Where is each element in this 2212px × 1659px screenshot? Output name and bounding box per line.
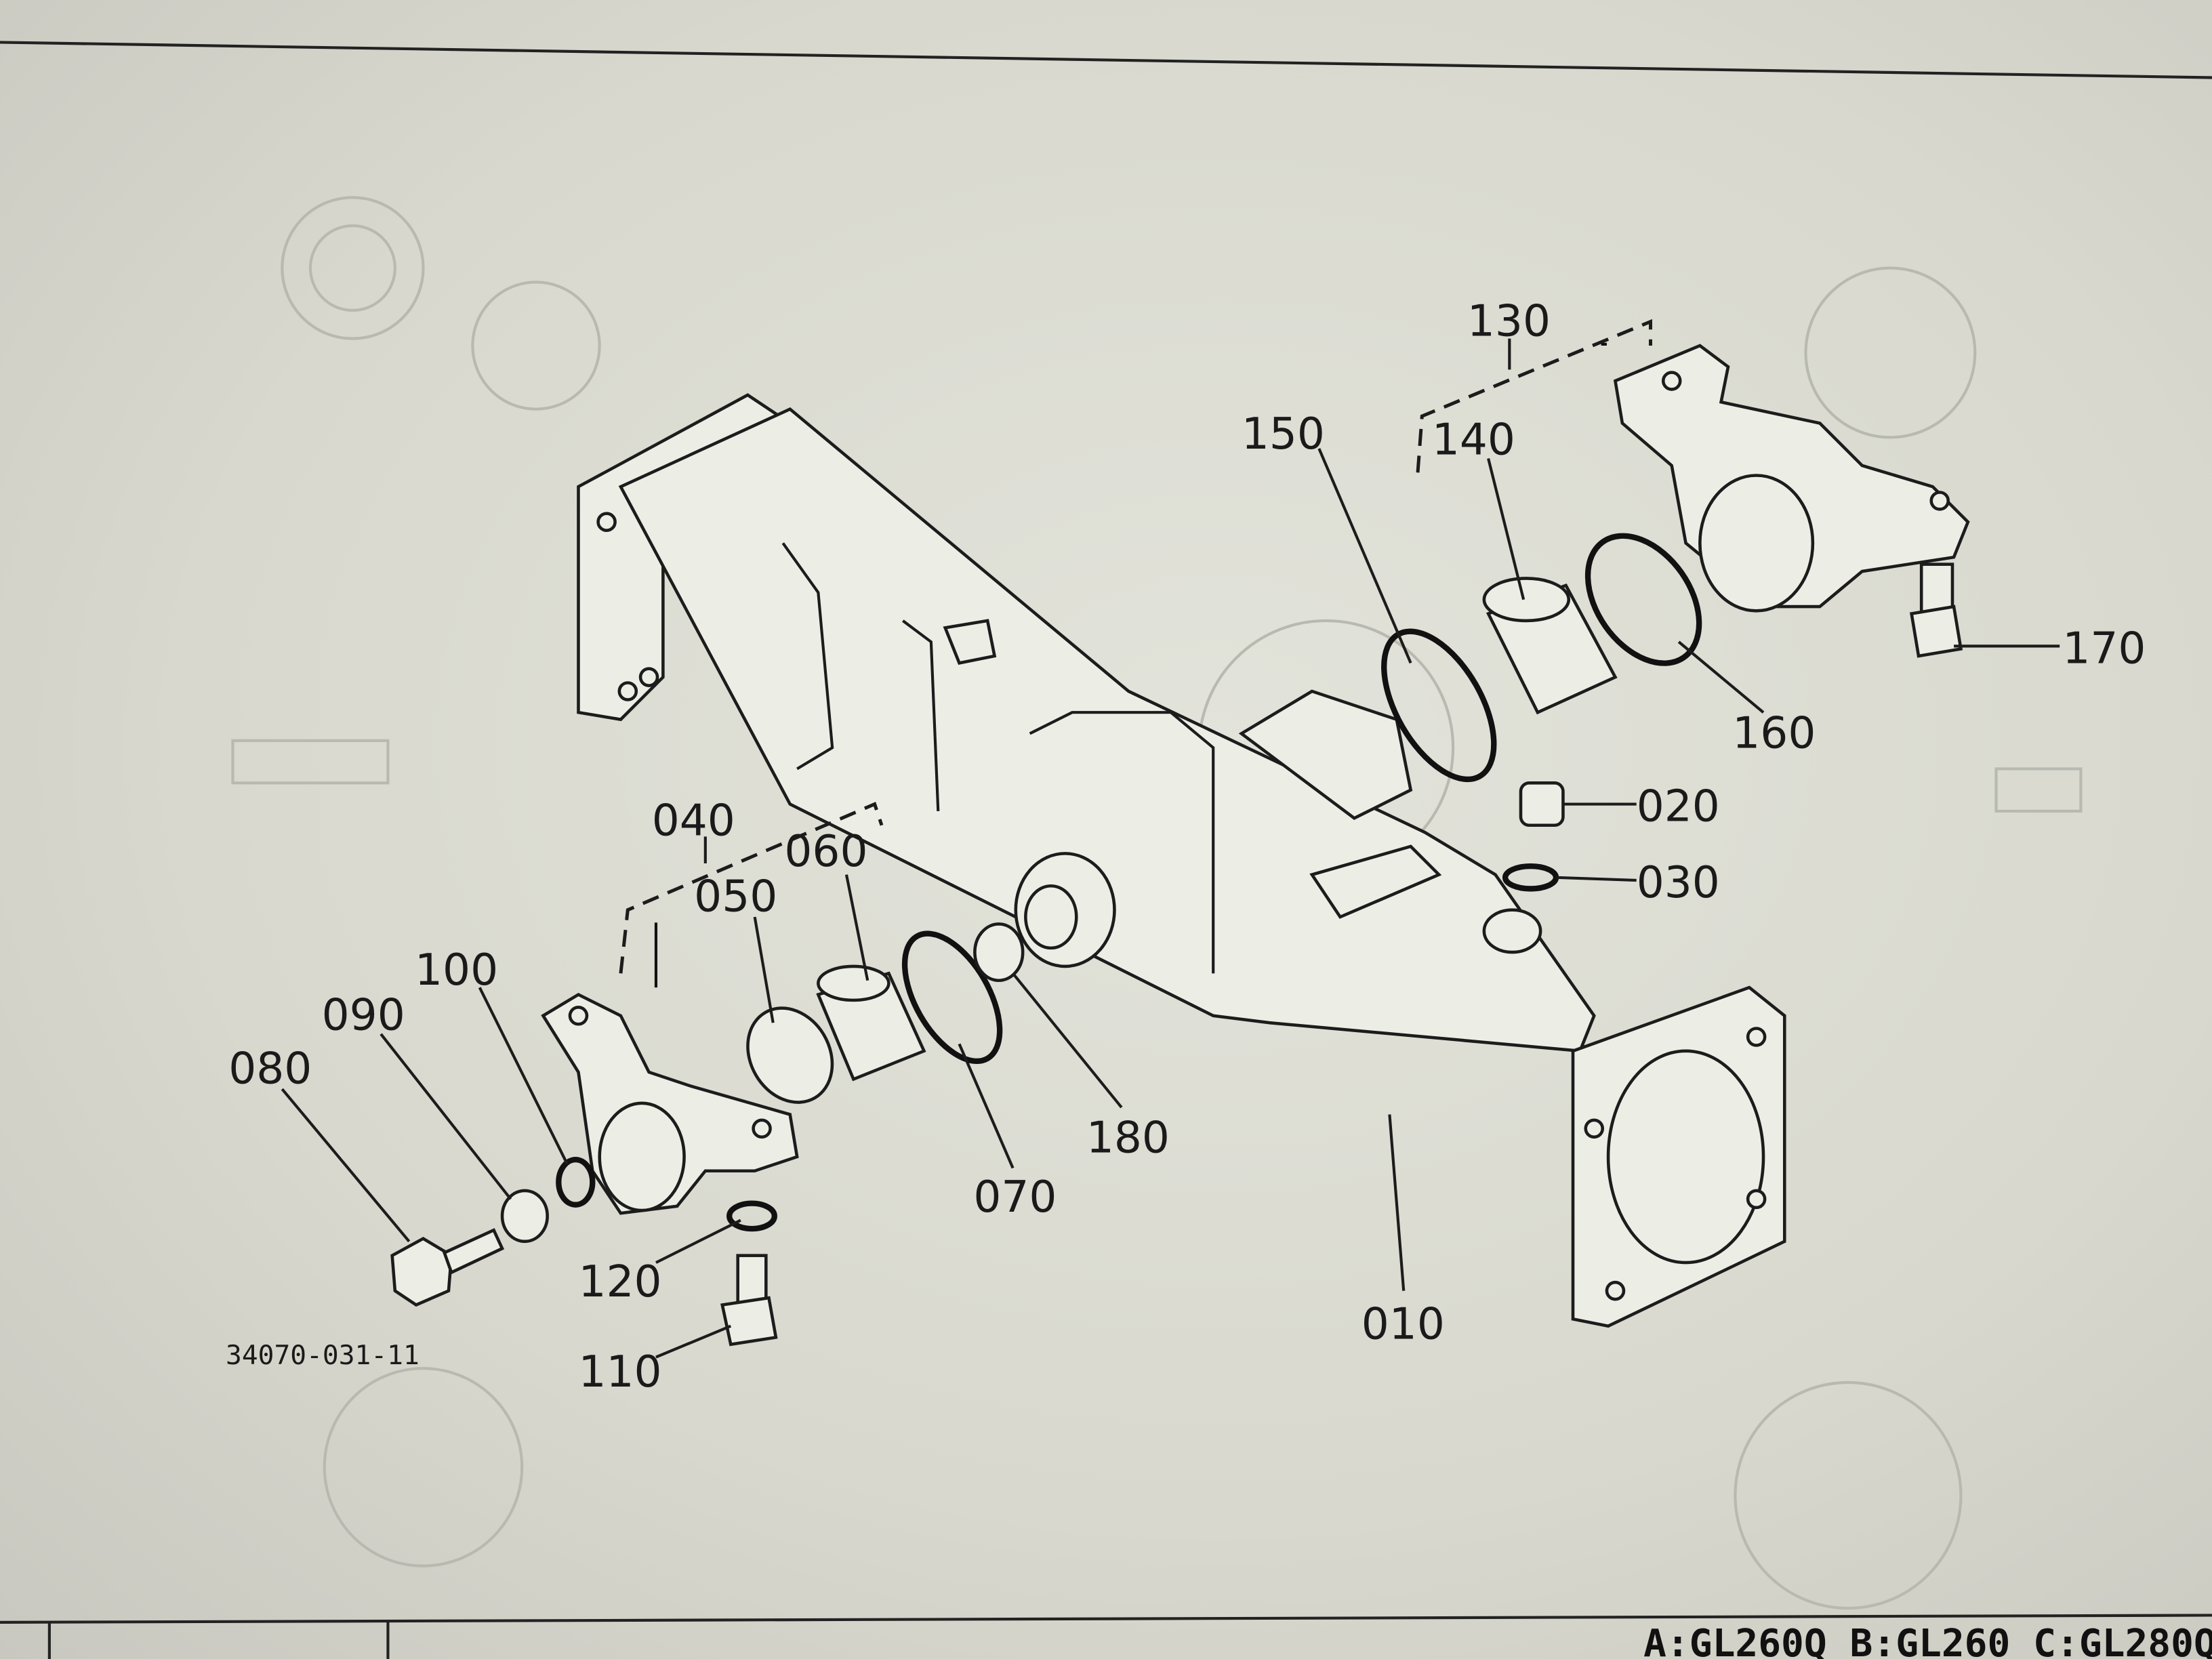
- callout-100: 100: [415, 945, 498, 996]
- part-180-bushing[interactable]: [973, 922, 1025, 983]
- part-080-bolt[interactable]: [390, 1228, 505, 1307]
- drawing-number: 34070-031-11: [226, 1340, 419, 1371]
- leader-lines: [281, 338, 2060, 1359]
- boss-fitting: [1482, 908, 1542, 954]
- part-070-o-ring[interactable]: [885, 918, 1019, 1077]
- group-bracket-130: [1416, 319, 1653, 473]
- callout-080: 080: [228, 1044, 312, 1094]
- part-100-washer[interactable]: [556, 1156, 596, 1208]
- callout-060: 060: [784, 826, 867, 877]
- part-050-seal[interactable]: [731, 993, 849, 1118]
- callout-010: 010: [1361, 1298, 1445, 1349]
- part-020-plug[interactable]: [1519, 781, 1565, 827]
- callout-090: 090: [322, 990, 405, 1041]
- part-130-bracket-right[interactable]: [1613, 344, 1970, 613]
- part-110-bolt[interactable]: [720, 1254, 778, 1347]
- callout-040: 040: [652, 795, 735, 846]
- callout-050: 050: [694, 872, 777, 922]
- callout-150: 150: [1242, 409, 1325, 459]
- callout-070: 070: [973, 1172, 1057, 1223]
- part-140-bushing[interactable]: [1482, 577, 1618, 715]
- callout-160: 160: [1732, 708, 1816, 758]
- callout-130: 130: [1467, 295, 1551, 346]
- part-060-bushing[interactable]: [816, 964, 926, 1082]
- callout-170: 170: [2062, 623, 2146, 674]
- callout-180: 180: [1086, 1113, 1170, 1164]
- footer-rule: [0, 1614, 2212, 1624]
- callout-020: 020: [1637, 781, 1720, 832]
- part-090-nut[interactable]: [500, 1189, 549, 1244]
- callout-030: 030: [1637, 857, 1720, 908]
- part-040-bracket-left[interactable]: [541, 992, 799, 1215]
- part-160-seal[interactable]: [1565, 515, 1722, 684]
- part-030-washer[interactable]: [1502, 863, 1559, 892]
- callout-120: 120: [578, 1256, 661, 1307]
- part-170-bolt[interactable]: [1909, 562, 1963, 658]
- group-bracket-040: [619, 802, 884, 974]
- part-120-washer[interactable]: [726, 1200, 777, 1232]
- callout-140: 140: [1432, 414, 1515, 465]
- page-top-rule: [0, 41, 2212, 79]
- part-010-axle-housing[interactable]: [577, 393, 1786, 1328]
- footer-model-legend: A:GL260Q B:GL260 C:GL280Q: [1643, 1622, 2212, 1659]
- callout-110: 110: [578, 1347, 661, 1397]
